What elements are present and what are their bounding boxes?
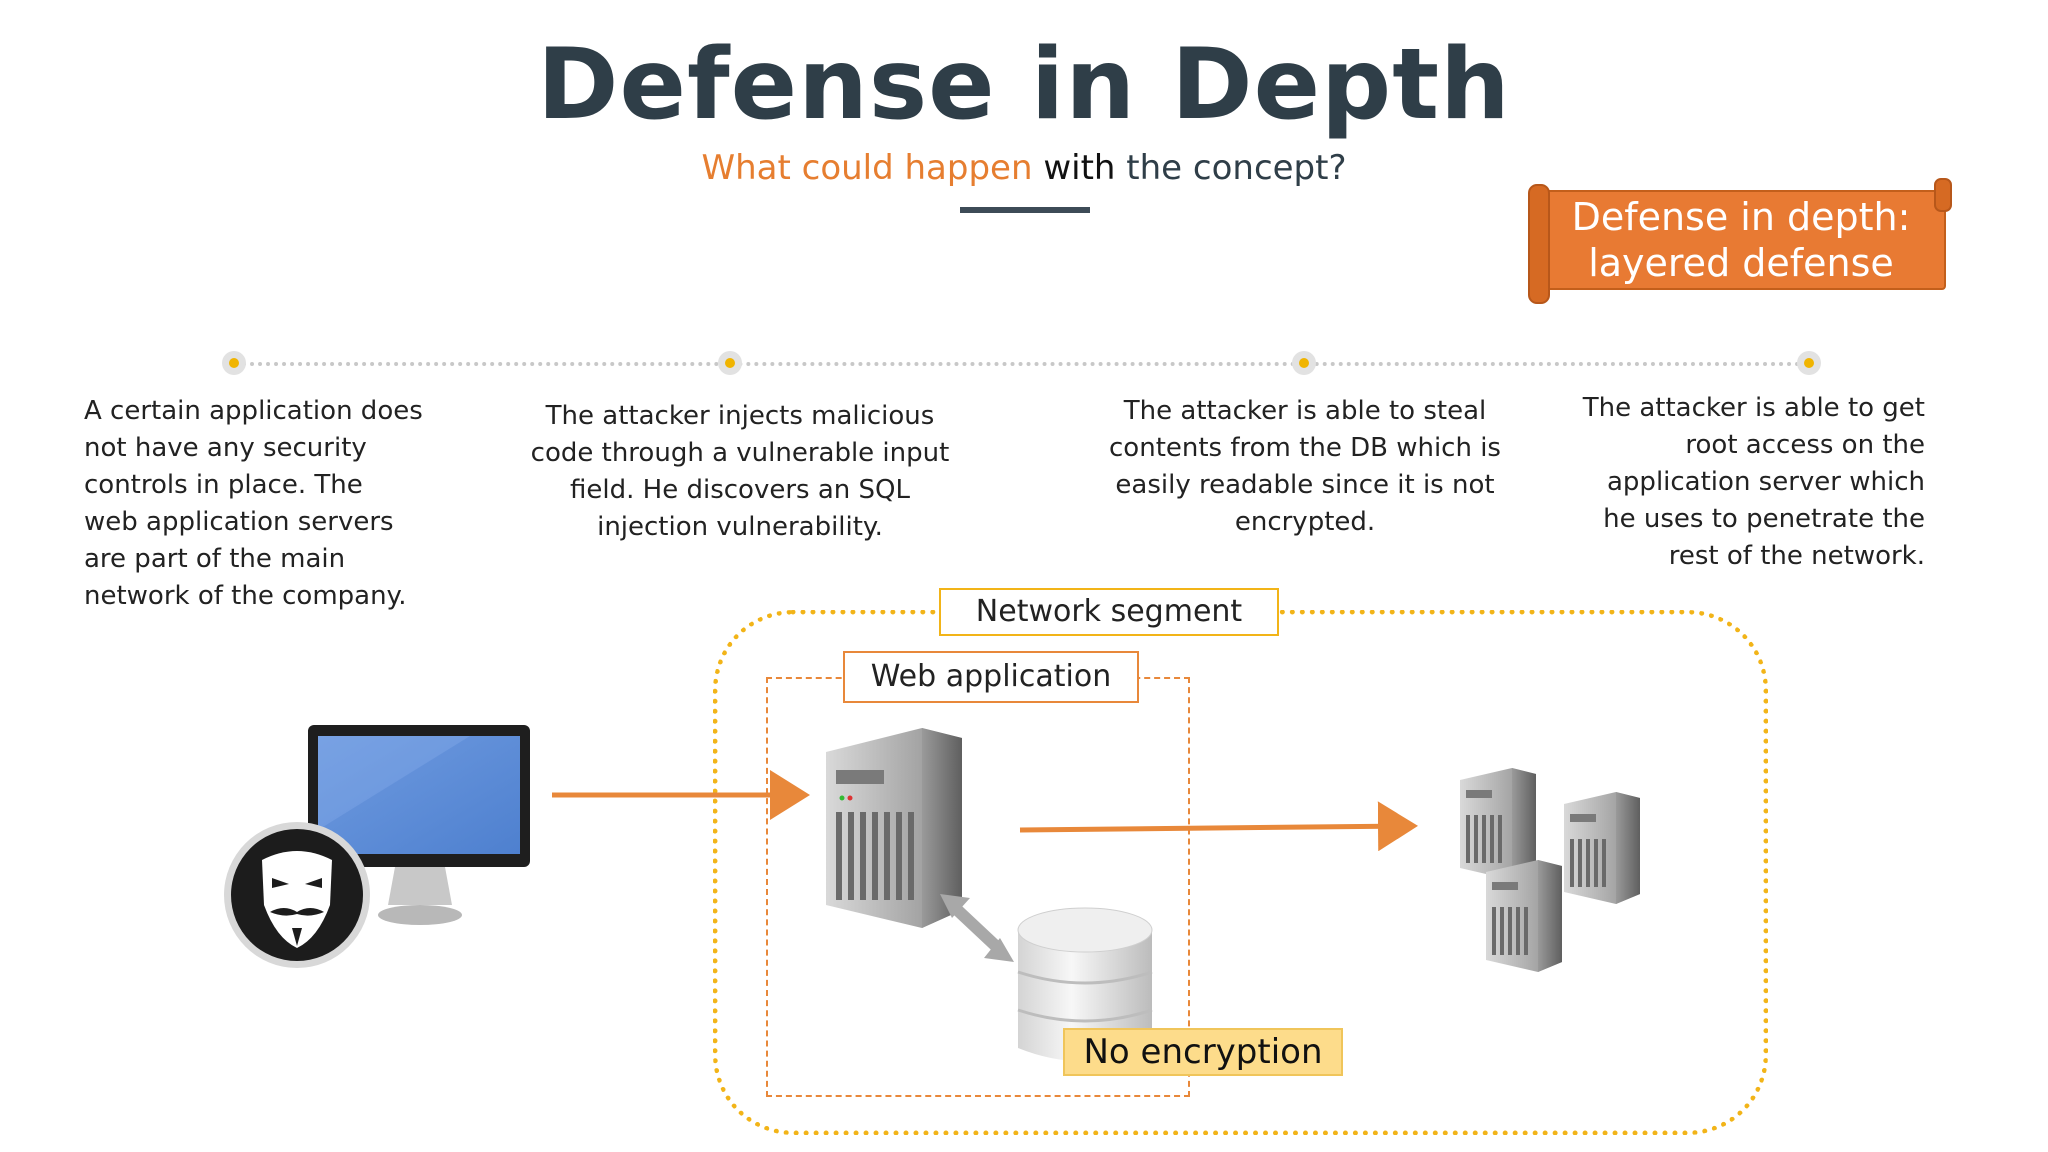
web-application-label: Web application xyxy=(843,651,1139,703)
hacker-mask-icon xyxy=(224,822,370,968)
subtitle-accent: What could happen xyxy=(701,148,1033,188)
page-title: Defense in Depth xyxy=(537,28,1511,142)
timeline-line xyxy=(234,362,1809,366)
timeline-node-2 xyxy=(718,351,742,375)
banner-line-2: layered defense xyxy=(1588,241,1894,285)
db-link-arrow xyxy=(940,894,1014,962)
banner-line-1: Defense in depth: xyxy=(1571,195,1911,239)
network-segment-label: Network segment xyxy=(939,588,1279,636)
title-divider xyxy=(960,207,1090,213)
timeline-node-4 xyxy=(1797,351,1821,375)
monitor-icon xyxy=(308,725,530,925)
timeline-node-3 xyxy=(1292,351,1316,375)
subtitle-mid: with xyxy=(1032,148,1116,188)
no-encryption-label: No encryption xyxy=(1063,1028,1343,1076)
step-4-text: The attacker is able to get root access … xyxy=(1582,393,1925,571)
step-2-text: The attacker injects malicious code thro… xyxy=(530,401,950,542)
attack-arrow-2 xyxy=(1019,801,1418,852)
page-subtitle: What could happen with the concept? xyxy=(0,148,2048,188)
subtitle-rest: the concept? xyxy=(1115,148,1347,188)
step-1-text: A certain application does not have any … xyxy=(84,396,423,611)
step-3-text: The attacker is able to steal contents f… xyxy=(1109,396,1501,537)
timeline-node-1 xyxy=(222,351,246,375)
server-icon xyxy=(826,728,962,928)
server-cluster-icon xyxy=(1460,768,1640,972)
defense-banner: Defense in depth: layered defense xyxy=(1528,178,1952,304)
